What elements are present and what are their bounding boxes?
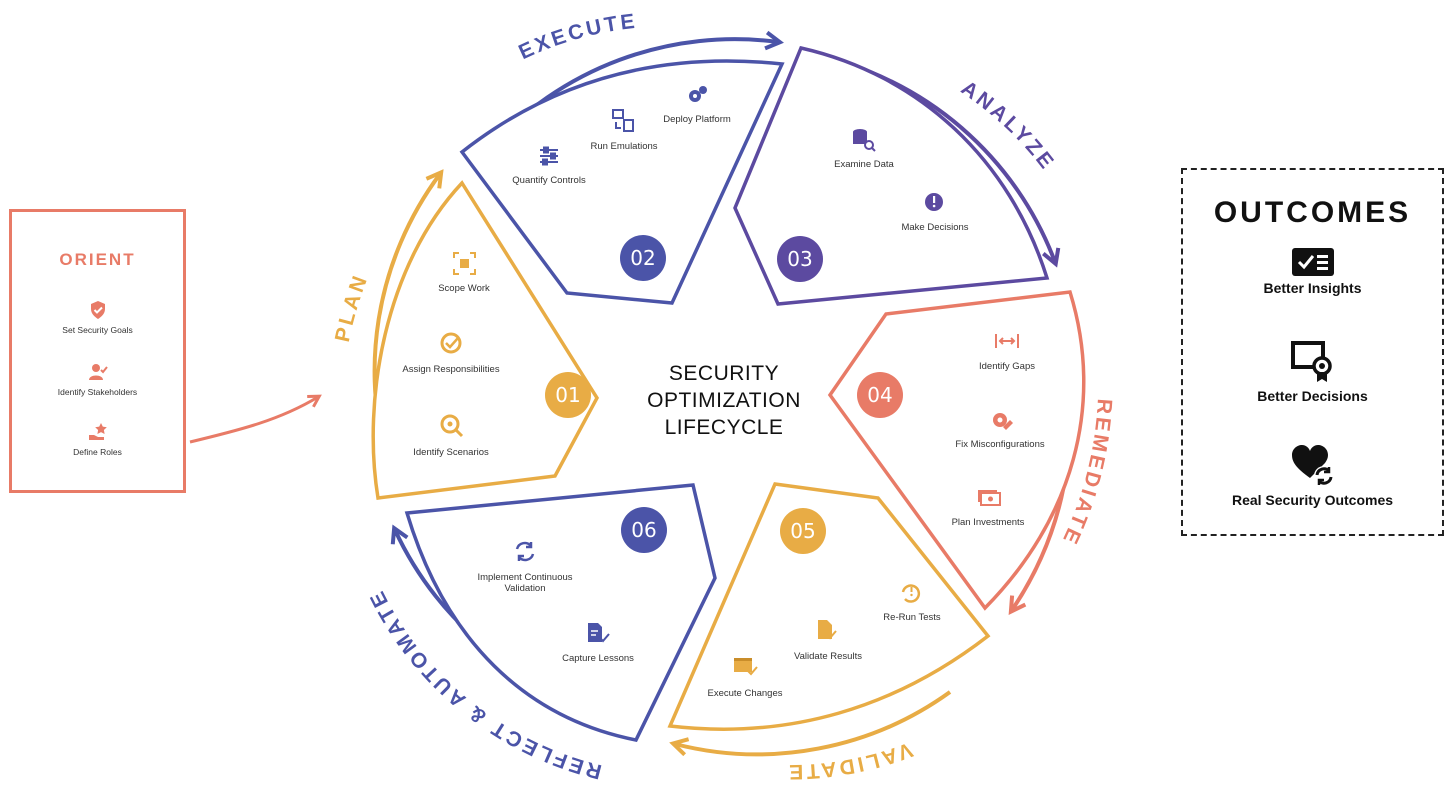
checklist-icon — [1291, 248, 1334, 276]
number-01: 01 — [555, 383, 580, 407]
shield-check-icon — [90, 301, 105, 319]
item-capture-lessons: Capture Lessons — [562, 653, 634, 664]
phase-name-plan: PLAN — [331, 271, 373, 345]
outcomes-title: OUTCOMES — [1213, 196, 1412, 229]
center-title-line3: LIFECYCLE — [665, 416, 784, 439]
outcome-real-security: Real Security Outcomes — [1183, 444, 1442, 508]
number-circle-06 — [621, 507, 667, 553]
person-check-icon — [88, 364, 108, 380]
outcome-better-decisions: Better Decisions — [1183, 340, 1442, 404]
number-circle-04 — [857, 372, 903, 418]
number-circle-01 — [545, 372, 591, 418]
orient-item-stakeholders: Identify Stakeholders — [12, 362, 183, 397]
refresh-alert-icon — [901, 584, 921, 603]
segment-execute — [459, 59, 785, 305]
certificate-icon — [1290, 341, 1332, 382]
database-search-icon — [853, 129, 876, 152]
item-execute-changes: Execute Changes — [708, 688, 783, 699]
item-plan-investments: Plan Investments — [952, 517, 1025, 528]
item-re-run-tests: Re-Run Tests — [883, 612, 941, 623]
item-identify-gaps: Identify Gaps — [979, 361, 1035, 372]
orient-item-label: Set Security Goals — [62, 325, 133, 335]
validate-arc — [669, 690, 952, 757]
item-validate-results: Validate Results — [794, 651, 862, 662]
orient-connector-arrow — [189, 394, 322, 444]
exclamation-icon — [925, 193, 943, 211]
phase-name-execute: EXECUTE — [515, 10, 638, 65]
outcomes-panel: OUTCOMES Better Insights Better Decision… — [1181, 168, 1444, 536]
gap-arrows-icon — [995, 334, 1019, 348]
item-fix-misconfigurations: Fix Misconfigurations — [955, 439, 1044, 450]
number-03: 03 — [787, 247, 812, 271]
number-04: 04 — [867, 383, 892, 407]
document-check-icon — [818, 620, 837, 640]
number-circle-05 — [780, 508, 826, 554]
item-make-decisions: Make Decisions — [901, 222, 968, 233]
item-quantify-controls: Quantify Controls — [512, 175, 586, 186]
gears-icon — [689, 86, 707, 102]
number-02: 02 — [630, 246, 655, 270]
item-scope-work: Scope Work — [438, 283, 490, 294]
orient-item-label: Identify Stakeholders — [57, 387, 138, 397]
item-deploy-platform: Deploy Platform — [663, 114, 731, 125]
number-05: 05 — [790, 519, 815, 543]
number-circle-03 — [777, 236, 823, 282]
badge-check-icon — [440, 332, 462, 354]
devices-icon — [612, 109, 634, 132]
item-assign-responsibilities: Assign Responsibilities — [402, 364, 499, 375]
search-gear-icon — [440, 414, 464, 438]
item-implement-continuous: Implement Continuous — [477, 572, 572, 583]
number-06: 06 — [631, 518, 656, 542]
cycle-icon — [515, 541, 535, 562]
orient-title: ORIENT — [59, 250, 136, 269]
item-examine-data: Examine Data — [834, 159, 894, 170]
wrench-gear-icon — [993, 413, 1013, 430]
segment-plan — [371, 180, 600, 500]
outcome-label: Better Decisions — [1257, 388, 1368, 404]
sliders-icon — [540, 146, 558, 166]
orient-panel: ORIENT Set Security Goals Identify Stake… — [9, 209, 186, 493]
segment-analyze — [733, 45, 1050, 306]
heart-refresh-icon — [1291, 445, 1334, 486]
focus-frame-icon — [453, 252, 476, 275]
outcome-label: Better Insights — [1263, 280, 1362, 296]
center-title-line1: SECURITY — [669, 362, 779, 385]
number-circle-02 — [620, 235, 666, 281]
orient-item-security-goals: Set Security Goals — [12, 300, 183, 335]
item-implement-continuous-line2: Validation — [504, 583, 545, 594]
outcome-label: Real Security Outcomes — [1231, 492, 1394, 508]
outcome-better-insights: Better Insights — [1183, 248, 1442, 296]
item-identify-scenarios: Identify Scenarios — [413, 447, 489, 458]
window-check-icon — [734, 658, 758, 676]
orient-item-label: Define Roles — [73, 447, 122, 457]
money-icon — [978, 490, 1001, 506]
item-run-emulations: Run Emulations — [590, 141, 657, 152]
hand-star-icon — [88, 423, 107, 440]
center-title-line2: OPTIMIZATION — [647, 389, 801, 412]
orient-item-define-roles: Define Roles — [12, 422, 183, 457]
segment-remediate — [827, 290, 1086, 611]
document-pen-icon — [588, 623, 610, 643]
phase-name-validate: VALIDATE — [786, 738, 915, 784]
